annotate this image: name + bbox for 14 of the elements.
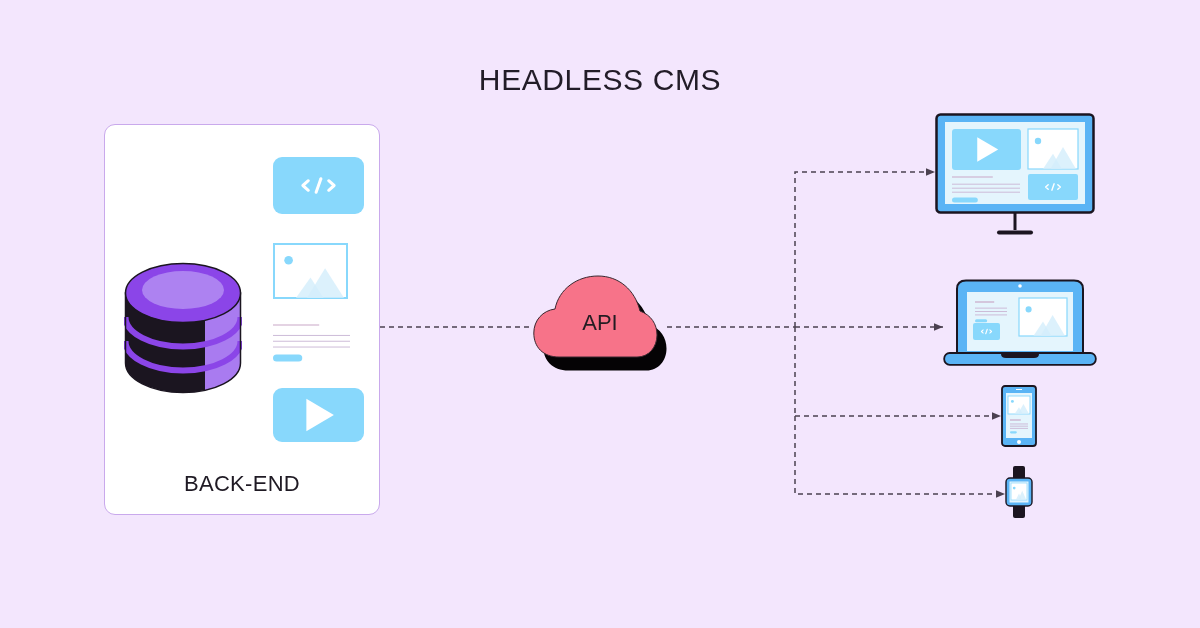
dashed-arrow [794, 412, 1002, 420]
cloud-label: API [582, 310, 618, 336]
dashed-connector [666, 326, 796, 328]
diagram-title: HEADLESS CMS [478, 63, 722, 97]
back-end-panel [104, 124, 380, 515]
dashed-arrow [794, 323, 944, 331]
panel-label: BACK-END [183, 471, 301, 497]
dashed-arrow [794, 415, 1006, 498]
laptop-icon [943, 279, 1097, 366]
smartwatch-icon [1005, 466, 1033, 518]
api-cloud [533, 275, 667, 371]
smartphone-icon [1001, 385, 1037, 447]
monitor-icon [935, 113, 1095, 236]
dashed-arrow [794, 168, 936, 328]
